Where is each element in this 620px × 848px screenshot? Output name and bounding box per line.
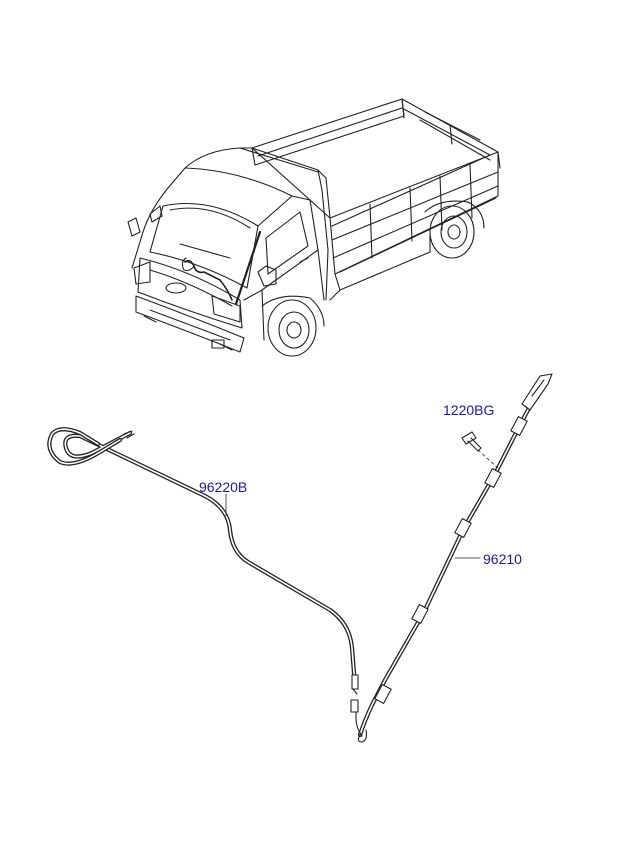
bolt-icon	[461, 431, 499, 469]
antenna-rod-icon	[350, 373, 553, 743]
part-label-96220b[interactable]: 96220B	[199, 479, 248, 495]
part-label-1220bg[interactable]: 1220BG	[443, 402, 495, 418]
truck-illustration-icon	[127, 98, 501, 357]
part-label-96210[interactable]: 96210	[483, 551, 522, 567]
antenna-cable-icon	[47, 427, 359, 695]
